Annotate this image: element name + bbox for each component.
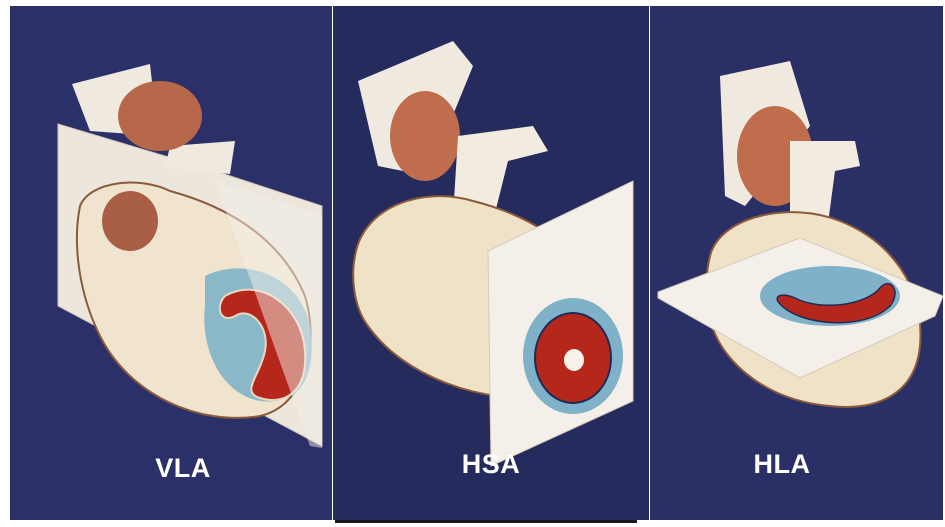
heart-illustration-hsa — [333, 6, 649, 520]
panel-hla: HLA — [650, 6, 943, 520]
label-vla: VLA — [123, 453, 243, 484]
figure: VLA HSA — [10, 6, 943, 520]
heart-illustration-vla — [10, 6, 332, 520]
label-hsa: HSA — [431, 449, 551, 480]
bottom-edge — [0, 520, 945, 527]
heart-illustration-hla — [650, 6, 943, 520]
label-hla: HLA — [722, 449, 842, 480]
panel-hsa: HSA — [333, 6, 649, 520]
panel-vla: VLA — [10, 6, 332, 520]
